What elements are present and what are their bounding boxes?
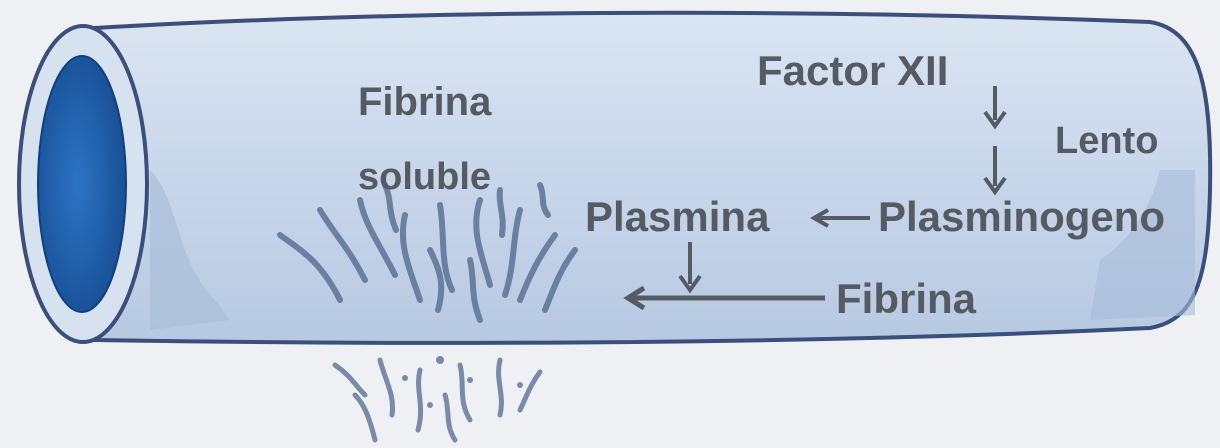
label-fibrina-soluble-line1: Fibrina — [358, 82, 491, 122]
vessel-lumen — [38, 56, 126, 312]
label-lento: Lento — [1055, 122, 1158, 160]
label-plasmina: Plasmina — [585, 196, 769, 238]
label-plasminogeno: Plasminogeno — [878, 196, 1165, 238]
label-factor-xii: Factor XII — [757, 50, 948, 92]
label-fibrina: Fibrina — [836, 278, 976, 320]
label-fibrina-soluble-line2: soluble — [358, 158, 491, 196]
vessel-body — [95, 13, 1210, 343]
released-fibers — [335, 360, 540, 440]
